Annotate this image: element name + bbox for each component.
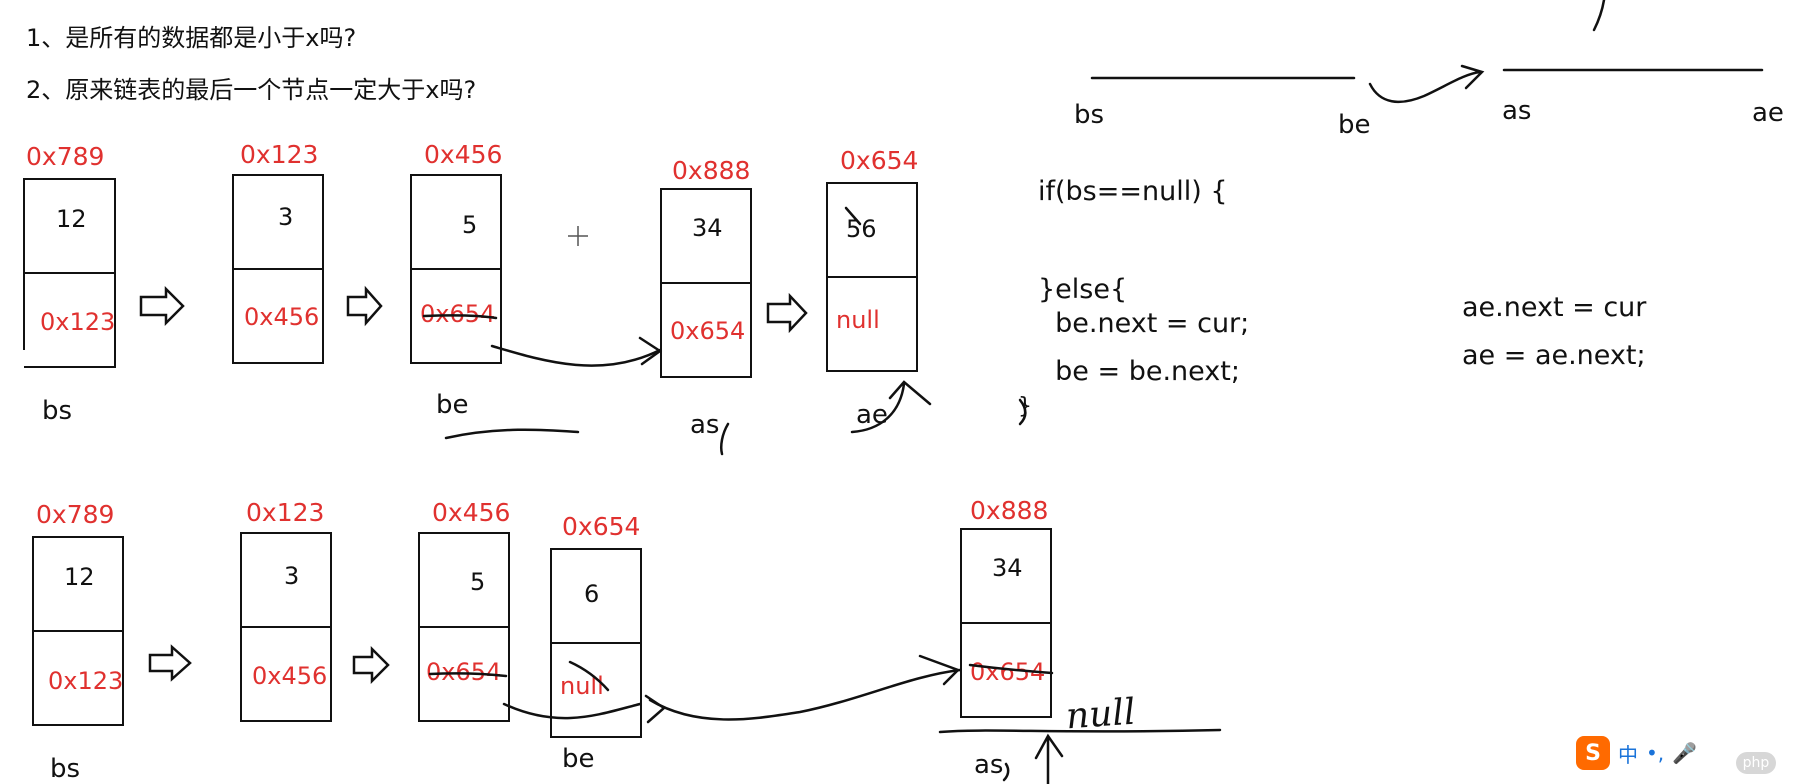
code-be-next-line: be.next = cur;	[1038, 308, 1250, 339]
list-node	[232, 174, 324, 364]
list-node	[240, 532, 332, 722]
bs-label: bs	[42, 396, 73, 426]
code-if-line: if(bs==null) {	[1038, 176, 1228, 207]
be-label: be	[436, 390, 469, 420]
list-node	[32, 536, 124, 726]
curved-arrow	[490, 344, 662, 367]
crosshair-cursor-icon	[568, 226, 588, 246]
node-value: 6	[584, 580, 600, 608]
hand-stroke	[444, 428, 580, 440]
pointer-be-label: be	[1338, 110, 1371, 140]
bs-label: bs	[50, 754, 81, 784]
node-value: 34	[992, 554, 1023, 582]
sogou-logo-icon: S	[1576, 736, 1610, 770]
node-next-pointer: 0x654	[426, 658, 502, 686]
list-node	[826, 182, 918, 372]
node-address: 0x456	[432, 498, 511, 527]
hand-stroke	[720, 422, 730, 456]
curved-arrow	[850, 382, 906, 434]
strike-mark	[568, 660, 610, 692]
node-value: 5	[462, 211, 478, 239]
hand-stroke	[1018, 398, 1027, 426]
node-address: 0x654	[562, 512, 641, 541]
strike-line	[428, 672, 508, 678]
node-next-pointer: 0x123	[40, 308, 116, 336]
node-next-pointer: 0x654	[420, 300, 496, 328]
strike-mark	[844, 206, 862, 226]
question-2: 2、原来链表的最后一个节点一定大于x吗?	[26, 76, 477, 104]
list-node	[550, 548, 642, 738]
node-address: 0x456	[424, 140, 503, 169]
ime-mode-label: 中	[1618, 742, 1638, 767]
hollow-arrow-icon	[139, 285, 808, 334]
hand-stroke	[1002, 762, 1010, 782]
node-address: 0x888	[672, 156, 751, 185]
strike-line	[968, 663, 1054, 675]
question-1: 1、是所有的数据都是小于x吗?	[26, 24, 357, 52]
code-ae-next-line: ae.next = cur	[1462, 292, 1647, 323]
arrow-head	[1460, 64, 1485, 90]
arrow-head	[1034, 733, 1064, 784]
node-address: 0x123	[240, 140, 319, 169]
node-address: 0x888	[970, 496, 1049, 525]
strike-line	[422, 314, 498, 320]
node-address: 0x123	[246, 498, 325, 527]
curved-arrow	[502, 702, 642, 720]
node-value: 12	[56, 205, 87, 233]
arrow-head	[888, 380, 932, 406]
node-value: 5	[470, 568, 486, 596]
pointer-ae-label: ae	[1752, 98, 1784, 128]
node-value: 56	[846, 215, 877, 243]
ime-toolbar: S 中 •, 🎤	[1576, 736, 1697, 770]
node-address: 0x789	[36, 500, 115, 529]
as-label: as	[690, 410, 720, 440]
node-next-pointer: null	[836, 306, 880, 334]
hollow-arrow-icon	[148, 644, 390, 685]
list-node	[960, 528, 1052, 718]
ae-label: ae	[856, 400, 888, 430]
code-ae-assign-line: ae = ae.next;	[1462, 340, 1646, 371]
node-next-pointer: 0x654	[670, 317, 746, 345]
pointer-as-label: as	[1502, 96, 1532, 126]
arrow-head	[918, 654, 961, 686]
hand-stroke	[938, 728, 1222, 734]
node-address: 0x789	[26, 142, 105, 171]
be-label: be	[562, 744, 595, 774]
list-node	[24, 178, 116, 368]
list-node	[410, 174, 502, 364]
as-label: as	[974, 750, 1004, 780]
node-next-pointer: 0x123	[48, 667, 124, 695]
list-node	[418, 532, 510, 722]
node-next-pointer: 0x456	[244, 303, 320, 331]
arrow-head	[644, 694, 667, 724]
node-value: 3	[284, 562, 300, 590]
curved-arrow	[648, 668, 962, 721]
punctuation-icon: •,	[1646, 741, 1665, 765]
node-address: 0x654	[840, 146, 919, 175]
node-value: 3	[278, 203, 294, 231]
list-node	[660, 188, 752, 378]
code-be-assign-line: be = be.next;	[1038, 356, 1240, 387]
node-value: 12	[64, 563, 95, 591]
microphone-icon: 🎤	[1672, 741, 1698, 765]
hand-stroke	[1592, 0, 1606, 32]
php-watermark: php	[1736, 752, 1776, 774]
node-next-pointer: 0x456	[252, 662, 328, 690]
pointer-bs-label: bs	[1074, 100, 1105, 130]
arrow-head	[638, 336, 663, 366]
code-else-line: }else{	[1038, 274, 1128, 305]
node-value: 34	[692, 214, 723, 242]
curved-arrow	[1368, 70, 1482, 104]
node-next-pointer: null	[560, 672, 604, 700]
